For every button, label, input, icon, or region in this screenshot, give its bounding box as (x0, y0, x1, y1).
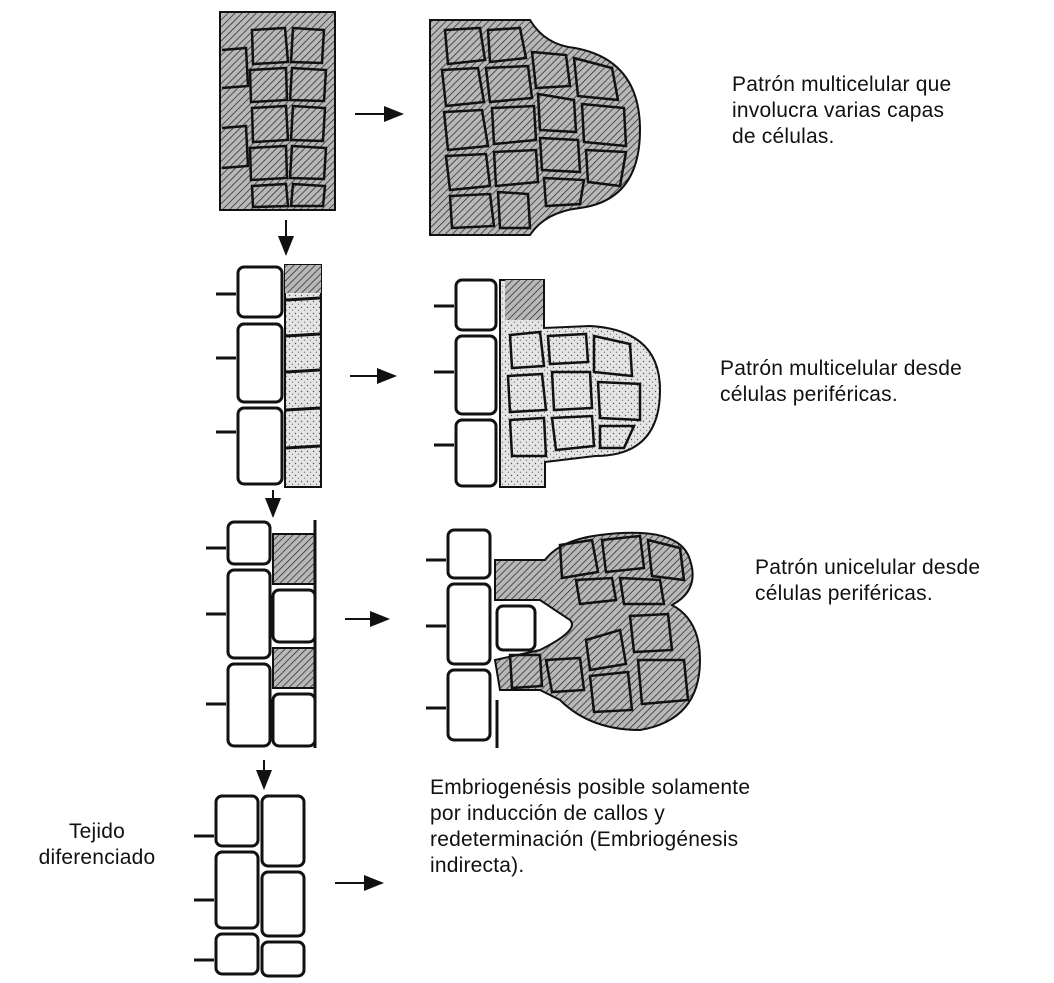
row2-embryo-mass (434, 280, 660, 487)
caption-unicellular-peripheral: Patrón unicelular desde células periféri… (755, 555, 1050, 607)
caption-multicellular-peripheral: Patrón multicelular desde células perifé… (720, 356, 1050, 408)
row3-embryo-mass (426, 530, 700, 748)
caption-multicellular-layers: Patrón multicelular que involucra varias… (732, 72, 1042, 150)
row4-differentiated-tissue (194, 796, 304, 976)
row1-embryo-mass (430, 20, 640, 235)
label-differentiated-tissue: Tejido diferenciado (22, 819, 172, 871)
caption-indirect-embryogenesis: Embriogenésis posible solamente por indu… (430, 775, 900, 879)
row2-source-tissue (216, 265, 321, 487)
row3-source-tissue (206, 520, 315, 748)
row1-source-tissue (220, 12, 335, 210)
